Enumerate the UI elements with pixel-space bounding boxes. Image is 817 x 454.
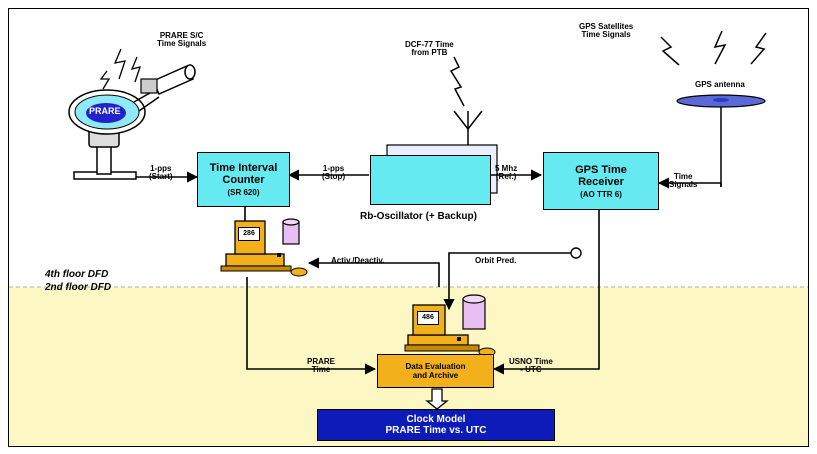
orbit-pred-source	[570, 247, 582, 259]
usno-utc-label: USNO Time- UTC	[509, 357, 553, 375]
rb-oscillator	[370, 155, 491, 205]
ref-5mhz-label: 5 Mhz(Ref.)	[495, 164, 518, 182]
activ-deactiv-arrow	[307, 257, 440, 287]
rb-oscillator-label: Rb-Oscillator (+ Backup)	[360, 211, 477, 222]
data-evaluation-archive: Data Evaluation and Archive	[377, 354, 494, 388]
orbit-pred-label: Orbit Pred.	[475, 256, 517, 265]
floor-labels: 4th floor DFD 2nd floor DFD	[45, 269, 112, 293]
gps-time-receiver: GPS Time Receiver (AO TTR 6)	[543, 152, 659, 210]
gps-antenna	[676, 94, 766, 187]
clock-model: Clock Model PRARE Time vs. UTC	[317, 409, 555, 441]
prare-dish-antenna	[68, 64, 196, 180]
clock-model-arrow	[425, 388, 449, 410]
orbit-pred-arrow	[443, 252, 572, 311]
activ-deactiv-label: Activ./Deactiv.	[331, 256, 385, 265]
usno-utc-arrow	[492, 210, 600, 375]
prare-time-arrow	[246, 277, 377, 375]
gps-signal-bolts	[660, 30, 767, 66]
time-signals-arrow	[657, 177, 722, 189]
pc-486-screen: 486	[417, 311, 439, 325]
pps-start-label: 1-pps(Start)	[149, 164, 173, 182]
pc-286	[220, 218, 308, 277]
prare-signal-bolts	[99, 48, 141, 90]
gps-antenna-label: GPS antenna	[695, 80, 745, 89]
pc-286-screen: 286	[238, 227, 260, 241]
time-interval-counter: Time Interval Counter (SR 620)	[197, 152, 290, 207]
prare-logo: PRARE	[89, 106, 121, 116]
pps-stop-label: 1-pps(Stop)	[322, 164, 346, 182]
dcf77-antenna	[449, 56, 483, 147]
pc-486	[404, 294, 496, 357]
